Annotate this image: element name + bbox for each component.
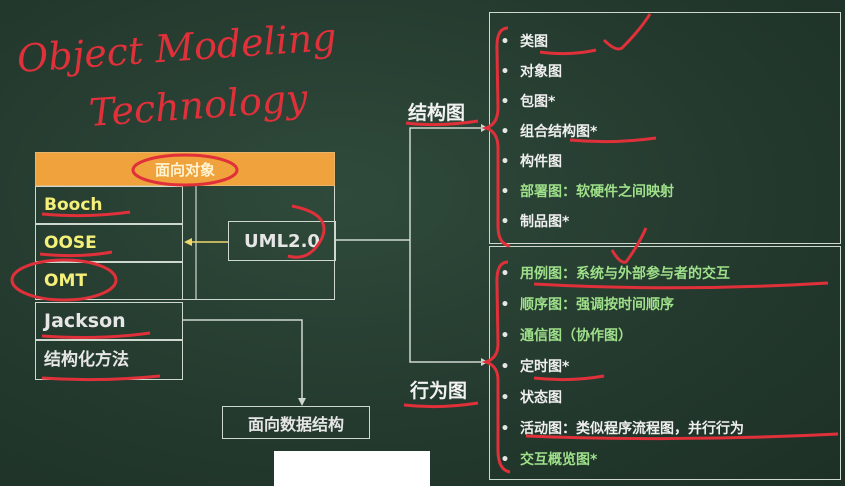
method-omt: OMT [35,262,183,300]
behavior-diagram-label: 行为图 [410,380,468,402]
bullet-icon: • [500,124,510,140]
bullet-icon: • [500,214,510,230]
method-oose-label: OOSE [44,232,97,253]
method-omt-label: OMT [44,270,87,291]
structure-connector [409,127,488,240]
handwriting-text-line2: Technology [88,76,310,135]
behavior-diagram-panel: •用例图：系统与外部参与者的交互 •顺序图：强调按时间顺序 •通信图（协作图） … [489,246,841,480]
arrow-icon [298,398,306,406]
uml-label: UML2.0 [244,230,320,252]
method-oose: OOSE [35,224,183,262]
bullet-icon: • [500,359,510,375]
data-structure-box: 面向数据结构 [222,406,370,439]
red-underline-annotation [403,401,479,409]
structure-item: •制品图* [490,211,570,231]
bullet-icon: • [500,297,510,313]
method-structured-label: 结构化方法 [44,349,129,370]
bullet-icon: • [500,94,510,110]
method-jackson-label: Jackson [44,309,126,332]
structure-item: •组合结构图* [490,121,598,141]
bullet-icon: • [500,452,510,468]
structure-item: •类图 [490,31,548,51]
arrow-icon [481,124,488,132]
structure-diagram-label: 结构图 [408,102,466,124]
method-jackson: Jackson [35,302,183,340]
bullet-icon: • [500,421,510,437]
bullet-icon: • [500,34,510,50]
object-oriented-header: 面向对象 [35,152,335,186]
behavior-connector [409,240,488,363]
bullet-icon: • [500,390,510,406]
handwriting-text-line1: Object Modeling [16,15,338,81]
method-booch: Booch [35,186,183,224]
behavior-item: •活动图：类似程序流程图，并行行为 [490,418,744,438]
structure-item: •包图* [490,91,556,111]
uml-box: UML2.0 [228,221,336,261]
structure-item: •部署图：软硬件之间映射 [490,181,674,201]
behavior-item: •通信图（协作图） [490,325,632,345]
behavior-item: •状态图 [490,387,562,407]
behavior-item: •交互概览图* [490,449,598,469]
structure-item: •对象图 [490,61,562,81]
object-oriented-header-label: 面向对象 [154,160,215,179]
behavior-item: •用例图：系统与外部参与者的交互 [490,263,730,283]
behavior-item: •定时图* [490,356,570,376]
structure-diagram-panel: •类图 •对象图 •包图* •组合结构图* •构件图 •部署图：软硬件之间映射 … [489,12,841,244]
jackson-connector [183,319,303,404]
bullet-icon: • [500,266,510,282]
data-structure-label: 面向数据结构 [247,414,344,434]
bullet-icon: • [500,154,510,170]
arrow-icon [481,358,488,366]
bullet-icon: • [500,184,510,200]
method-booch-label: Booch [44,194,103,215]
bullet-icon: • [500,328,510,344]
structure-item: •构件图 [490,151,562,171]
blank-white-area [274,451,430,486]
method-structured: 结构化方法 [35,340,183,380]
behavior-item: •顺序图：强调按时间顺序 [490,294,674,314]
bullet-icon: • [500,64,510,80]
